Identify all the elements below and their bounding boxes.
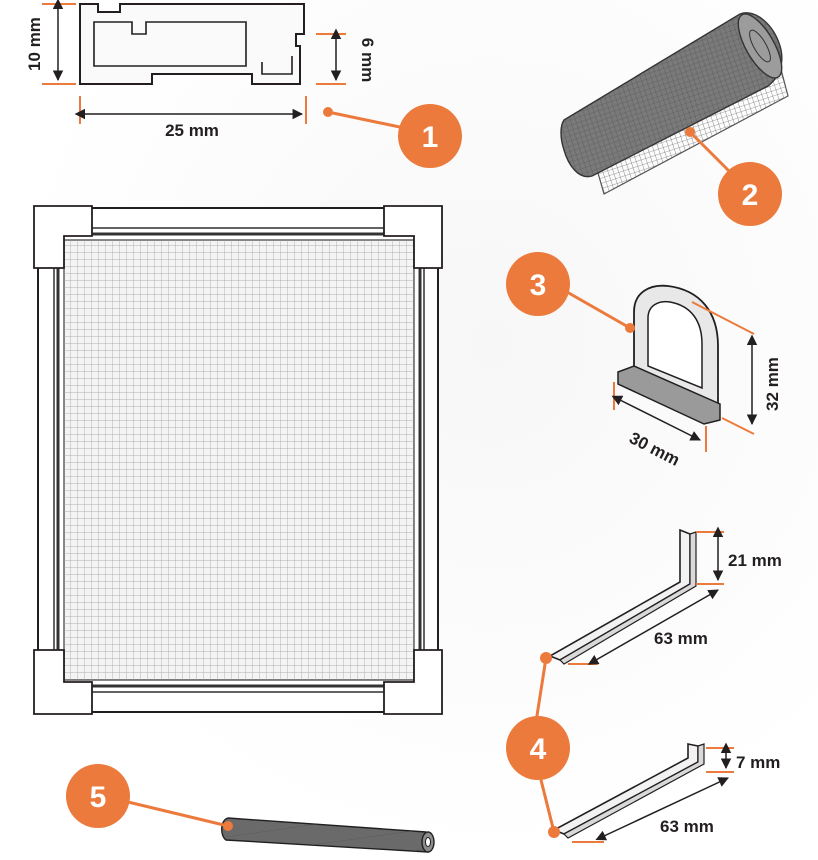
bracket-long-length-label: 63 mm — [654, 629, 708, 648]
profile-inner-chamber — [93, 21, 247, 67]
frame-groove — [56, 232, 422, 688]
frame-profile: 10 mm 6 mm 25 mm — [25, 0, 377, 140]
callout-2: 2 — [685, 127, 782, 226]
profile-outline — [79, 3, 305, 85]
callout-3-badge — [506, 252, 570, 316]
mesh-roll-end — [737, 13, 783, 79]
corner-height-label: 32 mm — [763, 357, 782, 411]
profile-groove-label: 6 mm — [358, 38, 377, 82]
corner-top-right — [383, 205, 443, 269]
callout-4: 4 — [506, 652, 570, 838]
bracket-short-length-label: 63 mm — [660, 817, 714, 836]
profile-height-label: 10 mm — [25, 17, 44, 71]
rubber-cord — [221, 817, 435, 853]
corner-top-left — [33, 205, 93, 269]
corner-width-arrow — [611, 395, 701, 441]
insect-screen-frame — [33, 205, 443, 715]
callout-5: 5 — [66, 764, 233, 831]
corner-width-label: 30 mm — [626, 428, 683, 469]
bracket-long-height-label: 21 mm — [728, 551, 782, 570]
callout-3: 3 — [506, 252, 635, 333]
callout-3-number: 3 — [530, 269, 547, 302]
callout-1: 1 — [323, 104, 462, 168]
profile-groove — [261, 56, 293, 75]
bracket-long: 21 mm 63 mm — [548, 526, 782, 665]
corner-connector-hole — [647, 300, 703, 390]
corner-connector: 32 mm 30 mm — [611, 284, 782, 470]
callout-4-number: 4 — [530, 733, 547, 766]
callout-1-badge — [398, 104, 462, 168]
callout-2-badge — [718, 162, 782, 226]
bracket-short-length-arrow — [595, 777, 729, 841]
bracket-short-height-label: 7 mm — [736, 753, 780, 772]
callout-1-number: 1 — [422, 121, 439, 154]
mesh-roll — [560, 12, 789, 195]
corner-bottom-left — [33, 649, 93, 715]
corner-height-tick-bottom — [721, 417, 755, 435]
frame-inner — [53, 227, 425, 693]
profile-width-label: 25 mm — [165, 121, 219, 140]
corner-height-tick-top — [691, 301, 755, 335]
callout-2-number: 2 — [742, 179, 759, 212]
callout-5-number: 5 — [90, 781, 107, 814]
corner-bottom-right — [383, 649, 443, 715]
callout-4-badge — [506, 716, 570, 780]
callout-5-badge — [66, 764, 130, 828]
bracket-short: 7 mm 63 mm — [552, 742, 780, 843]
bracket-long-length-arrow — [587, 589, 719, 665]
